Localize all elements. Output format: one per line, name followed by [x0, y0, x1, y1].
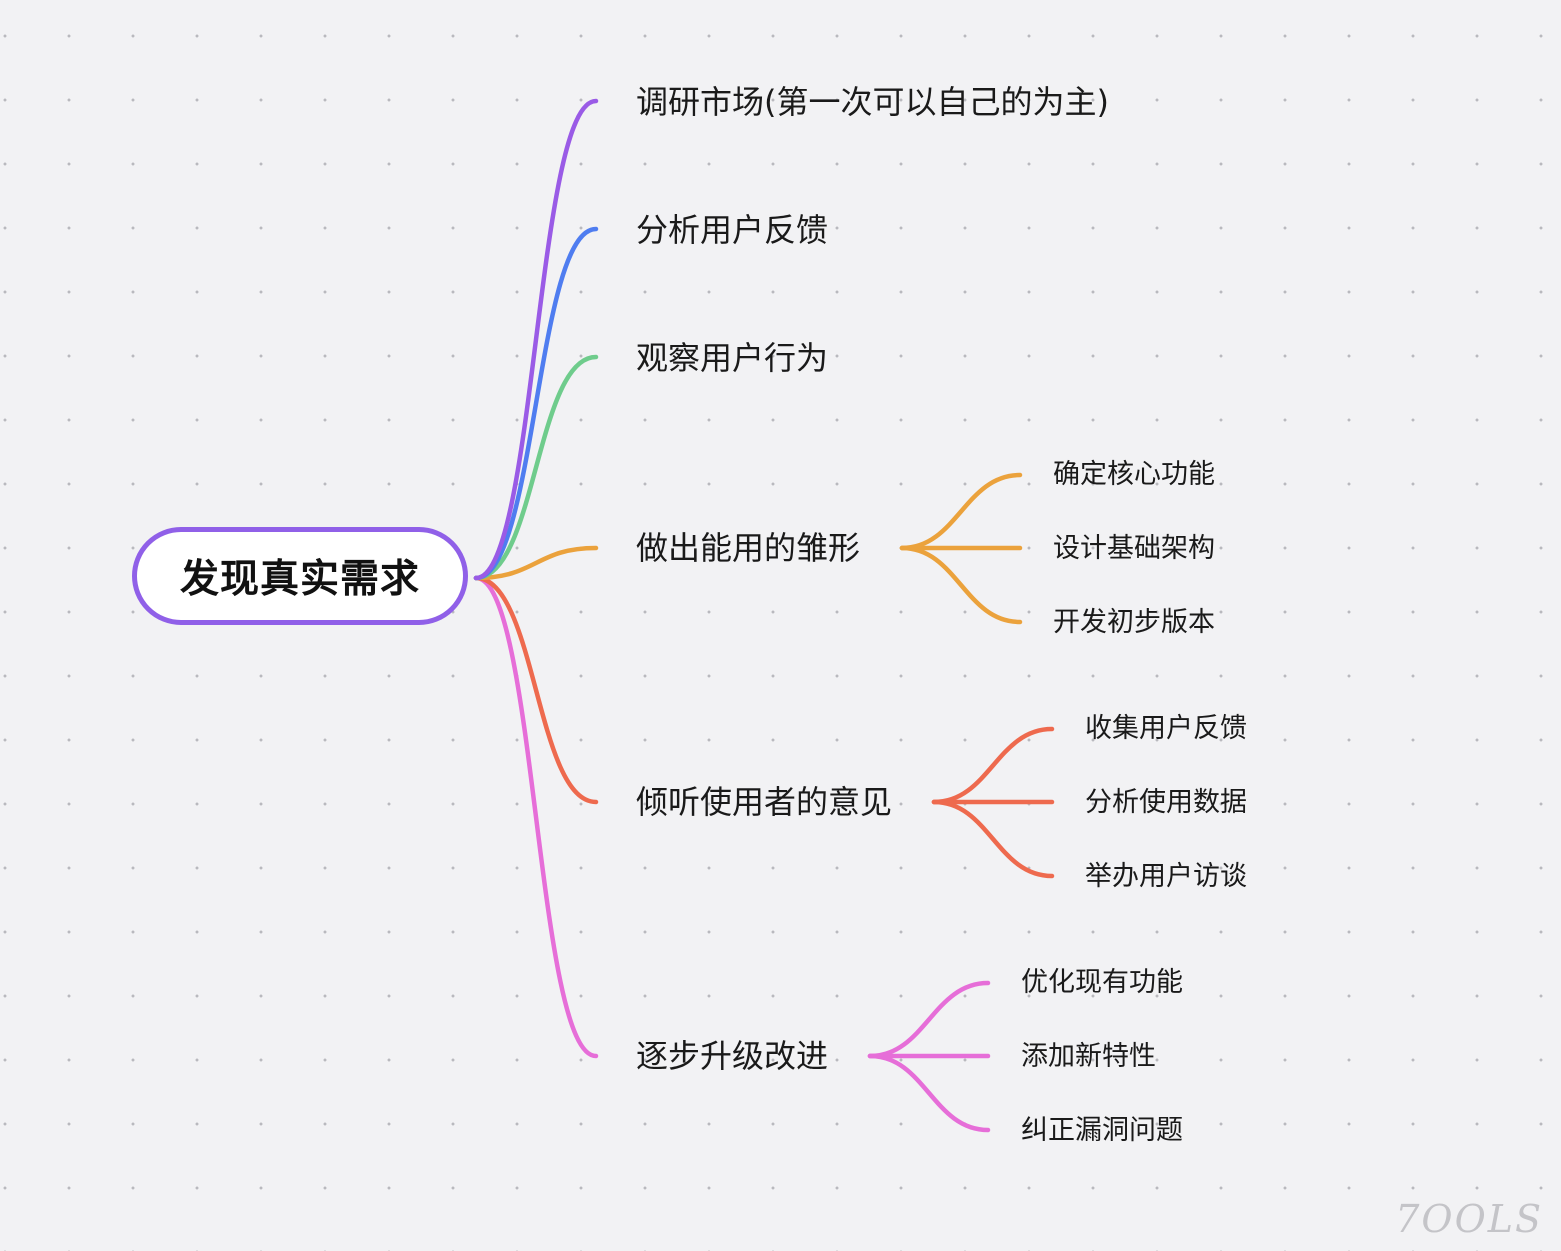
connector-root-to-b3: [473, 354, 599, 581]
leaf-core-features[interactable]: 确定核心功能: [1053, 459, 1215, 490]
connector-b6-leaf-1: [867, 980, 991, 1059]
leaf-collect-feedback[interactable]: 收集用户反馈: [1085, 713, 1247, 744]
connector-b5-leaf-1: [931, 726, 1055, 805]
branch-prototype[interactable]: 做出能用的雏形: [636, 529, 861, 567]
root-label: 发现真实需求: [179, 557, 420, 602]
branch-observe-behavior[interactable]: 观察用户行为: [636, 339, 829, 377]
branch-iterate[interactable]: 逐步升级改进: [636, 1037, 829, 1075]
connector-b4-leaf-3: [899, 545, 1023, 625]
watermark-logo: 7OOLS: [1395, 1197, 1543, 1241]
branch-listen-users[interactable]: 倾听使用者的意见: [636, 783, 893, 821]
leaf-fix-bugs[interactable]: 纠正漏洞问题: [1021, 1115, 1183, 1146]
leaf-add-features[interactable]: 添加新特性: [1021, 1041, 1156, 1072]
leaf-basic-architecture[interactable]: 设计基础架构: [1053, 533, 1215, 564]
branch-market-research[interactable]: 调研市场(第一次可以自己的为主): [636, 83, 1109, 121]
leaf-user-interviews[interactable]: 举办用户访谈: [1085, 861, 1247, 892]
connector-root-to-b6: [473, 575, 599, 1059]
connector-b6-leaf-3: [867, 1053, 991, 1133]
connector-root-to-b5: [473, 575, 599, 805]
leaf-analyze-data[interactable]: 分析使用数据: [1085, 787, 1247, 818]
connector-b4-leaf-1: [899, 472, 1023, 551]
branch-analyze-feedback[interactable]: 分析用户反馈: [636, 211, 829, 249]
connector-root-to-b4: [473, 545, 599, 581]
leaf-initial-version[interactable]: 开发初步版本: [1053, 607, 1215, 638]
connector-root-to-b2: [473, 226, 599, 581]
connector-root-to-b1: [473, 98, 599, 581]
connector-b5-leaf-3: [931, 799, 1055, 879]
leaf-optimize-features[interactable]: 优化现有功能: [1021, 967, 1183, 998]
root-node[interactable]: 发现真实需求: [132, 527, 468, 625]
